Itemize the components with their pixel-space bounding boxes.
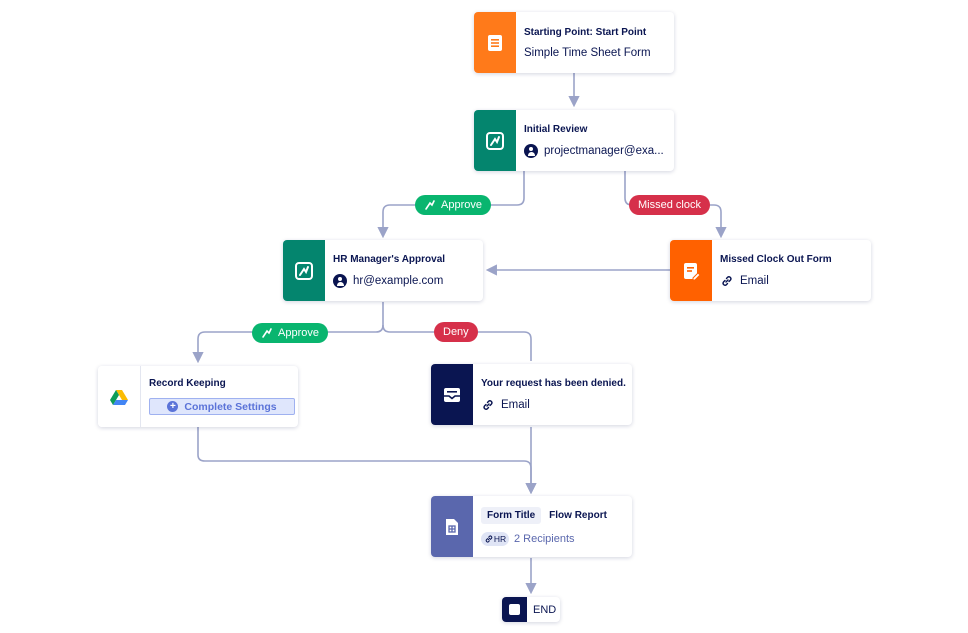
approve-icon (425, 200, 435, 210)
node-title: Initial Review (524, 123, 588, 135)
node-title: Your request has been denied. (481, 377, 626, 389)
user-icon (333, 273, 347, 288)
branch-label-approve[interactable]: Approve (252, 323, 328, 343)
delivery-channel: Email (501, 398, 530, 411)
node-request-denied[interactable]: Your request has been denied. Email (431, 364, 632, 425)
recipients-count: 2 Recipients (514, 533, 575, 545)
form-title-chip: Form Title (481, 507, 542, 524)
plus-icon: + (167, 401, 179, 412)
email-icon (431, 364, 473, 425)
form-icon (474, 12, 516, 73)
node-start[interactable]: Starting Point: Start Point Simple Time … (474, 12, 674, 73)
end-icon (502, 597, 527, 622)
recipient-avatars: HR (481, 532, 509, 546)
branch-label-deny[interactable]: Deny (434, 322, 478, 342)
report-icon (431, 496, 473, 557)
link-icon (485, 535, 493, 543)
assignee-email: projectmanager@exa... (544, 144, 664, 157)
approval-icon (474, 110, 516, 171)
assignee-email: hr@example.com (353, 274, 444, 287)
form-edit-icon (670, 240, 712, 301)
end-label: END (533, 603, 557, 616)
node-subtitle: Simple Time Sheet Form (524, 46, 651, 59)
branch-label-approve[interactable]: Approve (415, 195, 491, 215)
branch-label-missed-clock[interactable]: Missed clock (629, 195, 710, 215)
hr-avatar: HR (493, 534, 507, 544)
connector-record-report (197, 427, 537, 495)
connector-hr-denied (382, 324, 532, 361)
node-missed-clock-out-form[interactable]: Missed Clock Out Form Email (670, 240, 871, 301)
node-title: Missed Clock Out Form (720, 253, 832, 265)
node-flow-report[interactable]: Form Title Flow Report HR 2 Recipients (431, 496, 632, 557)
complete-settings-button[interactable]: + Complete Settings (149, 398, 295, 415)
node-hr-approval[interactable]: HR Manager's Approval hr@example.com (283, 240, 483, 301)
approval-icon (283, 240, 325, 301)
link-icon (483, 399, 493, 410)
google-drive-icon (98, 366, 141, 427)
node-title: HR Manager's Approval (333, 253, 446, 265)
node-title: Flow Report (549, 510, 607, 521)
link-icon (722, 275, 732, 286)
node-title: Starting Point: Start Point (524, 26, 647, 38)
approve-icon (262, 328, 272, 338)
user-icon (524, 143, 538, 158)
node-initial-review[interactable]: Initial Review projectmanager@exa... (474, 110, 674, 171)
node-end[interactable]: END (502, 597, 560, 622)
node-title: Record Keeping (149, 378, 226, 389)
node-record-keeping[interactable]: Record Keeping + Complete Settings (98, 366, 298, 427)
delivery-channel: Email (740, 274, 769, 287)
